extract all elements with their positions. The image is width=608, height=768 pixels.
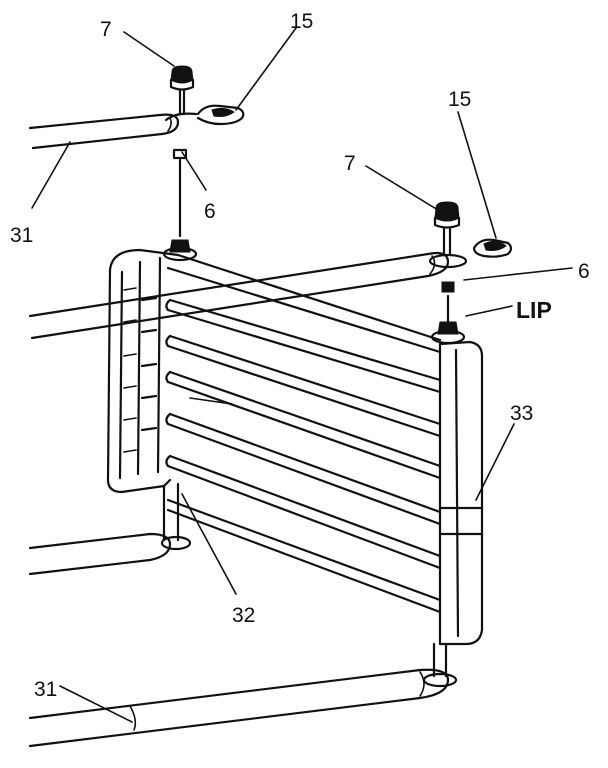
- label-post-left: 32: [232, 604, 255, 627]
- label-clip-right: 15: [448, 88, 471, 111]
- cap-right: [433, 201, 461, 256]
- label-clip-left: 15: [290, 10, 313, 33]
- spacer-right: [441, 281, 455, 293]
- label-rod-bottom: 31: [34, 678, 57, 701]
- label-spacer-right: 6: [578, 260, 590, 283]
- post-left: [160, 482, 192, 551]
- nut-right: [430, 294, 466, 345]
- rod-upper-left: [28, 113, 180, 150]
- post-right: [422, 642, 458, 688]
- label-cap-right: 7: [344, 152, 356, 175]
- label-spacer-left: 6: [204, 200, 216, 223]
- rod-lower-left: [28, 532, 172, 576]
- spacer-left: [172, 148, 188, 238]
- rod-middle: [28, 251, 468, 340]
- leader-lines: [31, 27, 573, 723]
- label-rod-top: 31: [10, 224, 33, 247]
- label-lip: LIP: [516, 297, 552, 323]
- cap-left: [169, 65, 195, 116]
- label-cap-left: 7: [100, 18, 112, 41]
- clip-left: [164, 104, 245, 126]
- rod-bottom: [28, 668, 450, 748]
- clip-right: [472, 238, 513, 258]
- nut-left: [162, 239, 198, 262]
- panel-frame: [106, 248, 484, 646]
- label-panel-right-edge: 33: [510, 402, 533, 425]
